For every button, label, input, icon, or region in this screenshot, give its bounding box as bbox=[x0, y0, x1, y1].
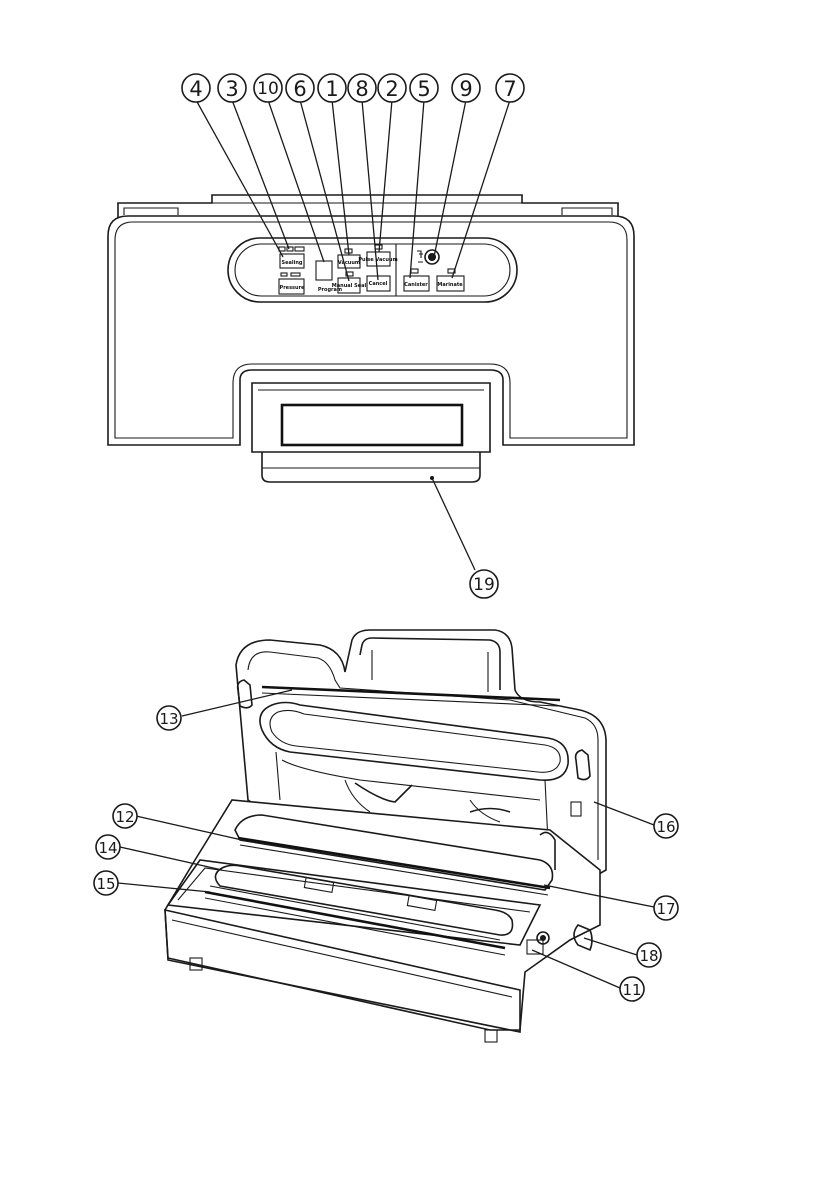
svg-text:16: 16 bbox=[656, 818, 675, 836]
canister-button-label: Canister bbox=[404, 282, 428, 288]
svg-text:18: 18 bbox=[639, 947, 658, 965]
callout-17: 17 bbox=[654, 896, 678, 920]
callout-16: 16 bbox=[654, 814, 678, 838]
svg-text:17: 17 bbox=[656, 900, 675, 918]
callout-14: 14 bbox=[96, 835, 120, 859]
vacuum-seal-button-label: Vacuum bbox=[338, 260, 360, 266]
callout-9: 9 bbox=[452, 74, 480, 102]
svg-text:8: 8 bbox=[355, 77, 368, 101]
marinate-button-label: Marinate bbox=[437, 282, 463, 288]
callout-7: 7 bbox=[496, 74, 524, 102]
svg-text:15: 15 bbox=[96, 875, 115, 893]
svg-text:19: 19 bbox=[473, 575, 495, 595]
callout-5: 5 bbox=[410, 74, 438, 102]
callout-10: 10 bbox=[254, 74, 282, 102]
svg-text:2: 2 bbox=[385, 77, 398, 101]
pulse-vacuum-button-label: Pulse Vacuum bbox=[358, 257, 397, 263]
callout-12: 12 bbox=[113, 804, 137, 828]
callout-4: 4 bbox=[182, 74, 210, 102]
callout-2: 2 bbox=[378, 74, 406, 102]
callout-18: 18 bbox=[637, 943, 661, 967]
callout-13: 13 bbox=[157, 706, 181, 730]
callout-1: 1 bbox=[318, 74, 346, 102]
callout-8: 8 bbox=[348, 74, 376, 102]
svg-text:5: 5 bbox=[417, 77, 430, 101]
top-view: Sealing Pressure Program Vacuum Manual S… bbox=[108, 195, 634, 482]
callout-6: 6 bbox=[286, 74, 314, 102]
svg-text:7: 7 bbox=[503, 77, 516, 101]
callout-11: 11 bbox=[620, 977, 644, 1001]
perspective-view bbox=[165, 630, 606, 1042]
svg-text:1: 1 bbox=[325, 77, 338, 101]
svg-text:9: 9 bbox=[459, 77, 472, 101]
svg-text:10: 10 bbox=[257, 79, 279, 99]
pressure-button-label: Pressure bbox=[280, 285, 305, 291]
manual-seal-button-label: Manual Seal bbox=[332, 283, 367, 289]
callout-19: 19 bbox=[470, 570, 498, 598]
cancel-button-label: Cancel bbox=[369, 281, 388, 287]
svg-text:13: 13 bbox=[159, 710, 178, 728]
sealing-button-label: Sealing bbox=[282, 260, 303, 266]
callout-3: 3 bbox=[218, 74, 246, 102]
svg-text:3: 3 bbox=[225, 77, 238, 101]
svg-text:4: 4 bbox=[189, 77, 202, 101]
svg-text:12: 12 bbox=[115, 808, 134, 826]
svg-text:14: 14 bbox=[98, 839, 117, 857]
callout-15: 15 bbox=[94, 871, 118, 895]
svg-text:11: 11 bbox=[622, 981, 641, 999]
svg-text:6: 6 bbox=[293, 77, 306, 101]
